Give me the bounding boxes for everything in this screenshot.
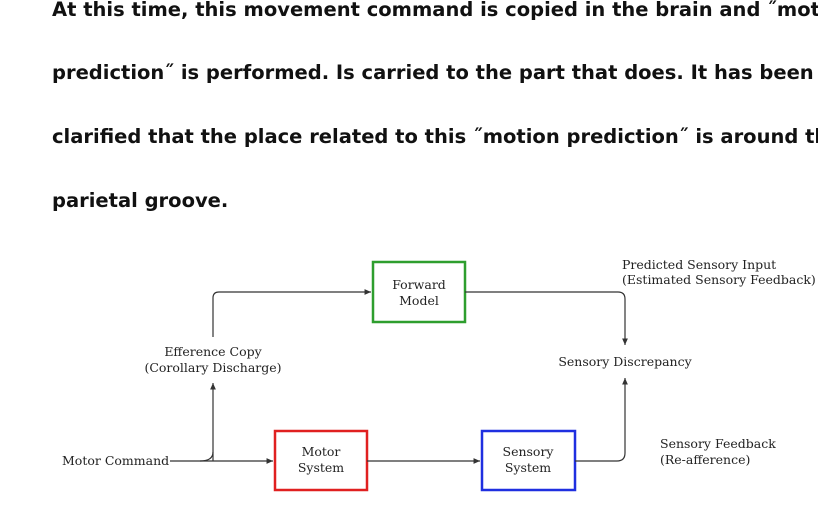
- paragraph-line-3: clarified that the place related to this…: [52, 125, 818, 148]
- forward-model-label-2: Model: [399, 293, 439, 308]
- sensory-feedback-label-1: Sensory Feedback: [660, 436, 776, 451]
- sensory-feedback-label-2: (Re-afference): [660, 452, 750, 467]
- predicted-sensory-input-label-1: Predicted Sensory Input: [622, 257, 776, 272]
- prediction-arrow: [465, 291, 628, 345]
- efference-copy-label-2: (Corollary Discharge): [144, 360, 281, 375]
- paragraph-line-4: parietal groove.: [52, 189, 229, 212]
- efference-branch-curve: [199, 451, 214, 462]
- sensory-discrepancy-label: Sensory Discrepancy: [558, 354, 692, 369]
- sensory-system-label-2: System: [505, 460, 551, 475]
- predicted-sensory-input-label-2: (Estimated Sensory Feedback): [622, 272, 816, 287]
- paragraph-line-1: At this time, this movement command is c…: [52, 0, 818, 21]
- paragraph-line-2: prediction˝ is performed. Is carried to …: [52, 61, 814, 84]
- sensory-feedback-arrow: [575, 378, 628, 462]
- sensory-system-box: [480, 429, 577, 492]
- motor-command-label: Motor Command: [62, 453, 169, 468]
- efference-copy-label-1: Efference Copy: [164, 344, 262, 359]
- sensory-system-label-1: Sensory: [503, 444, 555, 459]
- motor-system-label-2: System: [298, 460, 344, 475]
- efference-to-forward-arrow: [212, 289, 371, 337]
- motor-system-label-1: Motor: [302, 444, 341, 459]
- forward-model-box: [371, 260, 467, 324]
- forward-model-label-1: Forward: [392, 277, 446, 292]
